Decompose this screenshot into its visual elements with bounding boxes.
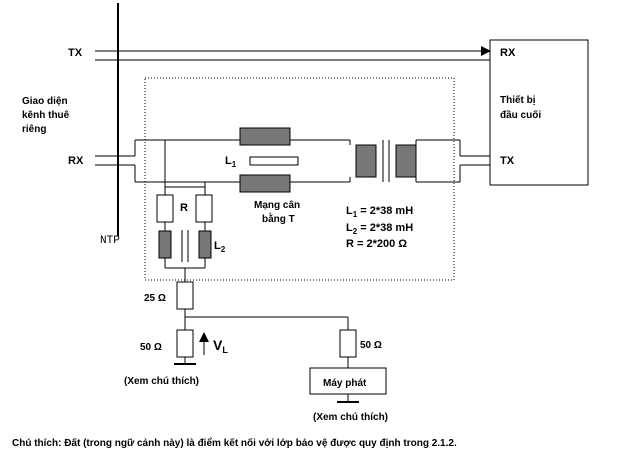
inductor-l2-left bbox=[158, 230, 172, 259]
label-tx-top: TX bbox=[68, 47, 83, 59]
label-rx-left: RX bbox=[68, 155, 84, 167]
resistor-r-right bbox=[195, 194, 213, 223]
inductor-l1-top bbox=[239, 127, 291, 146]
spec-l1: L1 = 2*38 mH bbox=[346, 205, 413, 219]
label-rx-top: RX bbox=[500, 47, 516, 59]
label-r: R bbox=[180, 202, 188, 214]
footnote: Chú thích: Đất (trong ngữ cảnh này) là đ… bbox=[12, 437, 457, 449]
label-25ohm: 25 Ω bbox=[144, 293, 166, 304]
spec-r: R = 2*200 Ω bbox=[346, 238, 407, 250]
network-boundary bbox=[144, 77, 455, 281]
transformer-left-coil bbox=[355, 144, 377, 178]
label-generator: Máy phát bbox=[323, 378, 367, 389]
label-l2: L2 bbox=[214, 240, 226, 254]
label-note-left: (Xem chú thích) bbox=[124, 376, 199, 387]
label-50ohm-right: 50 Ω bbox=[360, 340, 382, 351]
resistor-50ohm-right bbox=[339, 329, 357, 358]
label-network-1: Mạng cân bbox=[254, 200, 300, 211]
label-l1: L1 bbox=[225, 155, 237, 169]
label-device-1: Thiết bị bbox=[500, 94, 536, 106]
label-network-2: bằng T bbox=[262, 212, 295, 225]
transformer-right-coil bbox=[395, 144, 417, 178]
inductor-core bbox=[249, 156, 299, 166]
label-vl: VL bbox=[213, 337, 228, 355]
label-interface-3: riêng bbox=[22, 124, 46, 135]
resistor-r-left bbox=[156, 194, 174, 223]
resistor-50ohm-left bbox=[176, 329, 194, 358]
label-tx-right: TX bbox=[500, 155, 515, 167]
resistor-25ohm bbox=[176, 281, 194, 310]
label-ntp: NTP bbox=[100, 235, 120, 247]
label-device-2: đầu cuối bbox=[500, 109, 541, 121]
label-note-right: (Xem chú thích) bbox=[313, 412, 388, 423]
generator-box bbox=[309, 367, 387, 395]
spec-l2: L2 = 2*38 mH bbox=[346, 222, 413, 236]
label-interface-2: kênh thuê bbox=[22, 110, 70, 121]
inductor-l1-bottom bbox=[239, 174, 291, 193]
label-interface-1: Giao diện bbox=[22, 96, 68, 107]
terminal-device-box bbox=[489, 39, 589, 186]
label-50ohm-left: 50 Ω bbox=[140, 342, 162, 353]
inductor-l2-right bbox=[198, 230, 212, 259]
